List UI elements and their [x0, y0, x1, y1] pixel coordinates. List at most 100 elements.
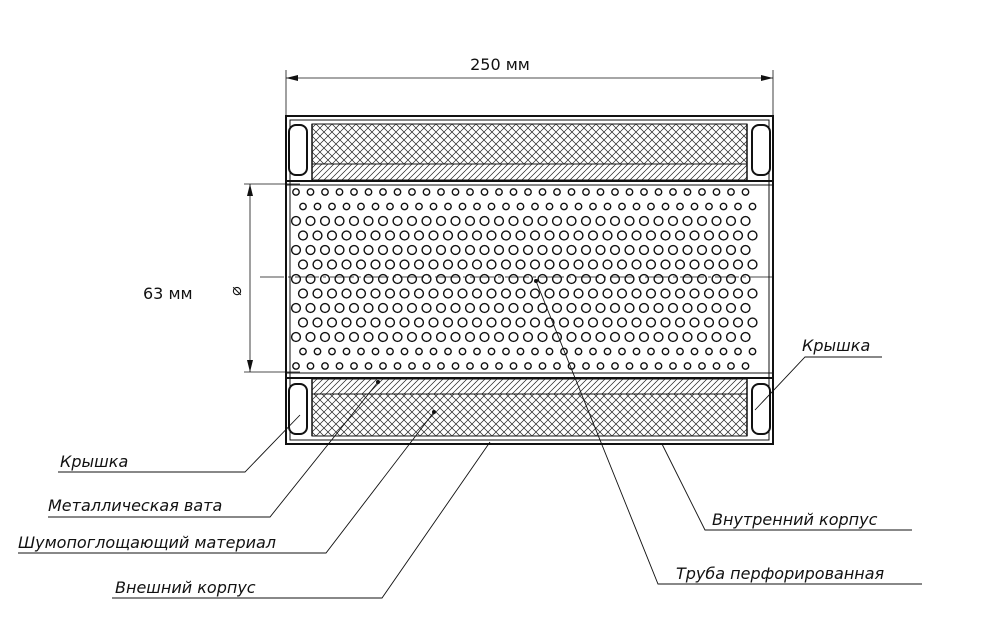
- perforation-hole: [719, 202, 728, 211]
- perforation-hole: [435, 244, 447, 256]
- perforation-hole: [674, 317, 686, 328]
- perforation-hole: [508, 215, 519, 227]
- perforation-hole: [313, 202, 322, 211]
- leader-dots: [376, 279, 538, 414]
- perforation-hole: [326, 259, 338, 270]
- perforation-hole: [319, 273, 331, 285]
- absorbing-material-top: [311, 123, 748, 165]
- perforation-hole: [558, 259, 570, 270]
- perforation-hole: [703, 317, 715, 328]
- perforation-hole: [421, 331, 432, 343]
- perforation-hole: [364, 188, 373, 196]
- perforation-hole: [326, 317, 338, 328]
- perforation-hole: [386, 202, 394, 211]
- perforation-hole: [312, 259, 323, 270]
- perforation-hole: [377, 302, 389, 314]
- perforation-hole: [661, 347, 670, 356]
- perforation-hole: [718, 259, 729, 270]
- perforation-hole: [725, 244, 737, 256]
- perforation-hole: [740, 244, 751, 256]
- perforation-hole: [428, 288, 439, 299]
- perforation-hole: [297, 317, 309, 328]
- perforation-hole: [609, 215, 621, 227]
- perforation-hole: [653, 273, 664, 285]
- perforation-hole: [486, 230, 497, 241]
- perforation-hole: [741, 188, 750, 196]
- perforation-hole: [379, 362, 387, 370]
- perforation-hole: [669, 188, 677, 196]
- perforation-hole: [464, 273, 476, 285]
- perforation-hole: [363, 302, 374, 314]
- perforation-hole: [457, 230, 468, 241]
- perforation-hole: [653, 215, 664, 227]
- perforation-hole: [711, 273, 722, 285]
- perforation-hole: [682, 302, 693, 314]
- perforation-hole: [696, 244, 708, 256]
- perforation-hole: [457, 288, 468, 299]
- perforation-hole: [609, 331, 621, 343]
- perforation-hole: [676, 202, 684, 211]
- perforation-hole: [719, 347, 728, 356]
- perforation-hole: [464, 244, 476, 256]
- perforation-hole: [305, 302, 316, 314]
- perforation-hole: [305, 273, 316, 285]
- perforation-hole: [624, 273, 635, 285]
- perforation-hole: [624, 244, 635, 256]
- perforation-hole: [732, 230, 744, 241]
- perforation-hole: [611, 362, 619, 370]
- perforation-hole: [471, 317, 483, 328]
- perforation-hole: [480, 362, 489, 370]
- perforation-hole: [740, 273, 751, 285]
- perforation-hole: [616, 259, 628, 270]
- perforation-hole: [341, 259, 352, 270]
- perforation-hole: [645, 259, 657, 270]
- perforation-hole: [326, 230, 338, 241]
- perforation-hole: [335, 188, 344, 196]
- perforation-hole: [305, 244, 316, 256]
- perforation-hole: [740, 302, 751, 314]
- perforation-hole: [538, 362, 547, 370]
- perforation-hole: [348, 273, 360, 285]
- end-caps: [288, 124, 771, 435]
- perforation-hole: [631, 317, 642, 328]
- perforation-hole: [667, 273, 679, 285]
- perforation-hole: [486, 288, 497, 299]
- perforation-hole: [682, 215, 693, 227]
- perforation-hole: [712, 188, 721, 196]
- perforation-hole: [645, 288, 657, 299]
- perforation-hole: [348, 215, 360, 227]
- perforation-hole: [654, 362, 663, 370]
- perforation-hole: [616, 288, 628, 299]
- perforation-hole: [638, 302, 650, 314]
- perforation-hole: [676, 347, 684, 356]
- perforation-hole: [457, 317, 468, 328]
- perforation-hole: [421, 244, 432, 256]
- perforation-hole: [537, 244, 548, 256]
- perforation-hole: [645, 317, 657, 328]
- perforation-hole: [328, 202, 336, 211]
- perforation-hole: [363, 331, 374, 343]
- perforation-hole: [632, 347, 641, 356]
- perforation-hole: [377, 215, 389, 227]
- perforation-hole: [625, 362, 634, 370]
- perforation-hole: [334, 302, 345, 314]
- perforation-hole: [638, 215, 650, 227]
- perforation-hole: [486, 317, 497, 328]
- perforation-hole: [674, 230, 686, 241]
- perforation-hole: [703, 288, 715, 299]
- perforation-hole: [587, 230, 599, 241]
- perforation-hole: [493, 273, 505, 285]
- perforation-hole: [522, 215, 534, 227]
- perforation-hole: [640, 362, 648, 370]
- perforation-hole: [582, 188, 590, 196]
- perforation-hole: [471, 259, 483, 270]
- perforation-hole: [371, 347, 380, 356]
- perforation-hole: [690, 347, 699, 356]
- perforation-hole: [466, 188, 474, 196]
- perforation-hole: [392, 215, 403, 227]
- perforation-hole: [654, 188, 663, 196]
- length-dimension: 250 мм: [285, 55, 774, 116]
- perforation-hole: [355, 259, 367, 270]
- perforation-hole: [660, 288, 671, 299]
